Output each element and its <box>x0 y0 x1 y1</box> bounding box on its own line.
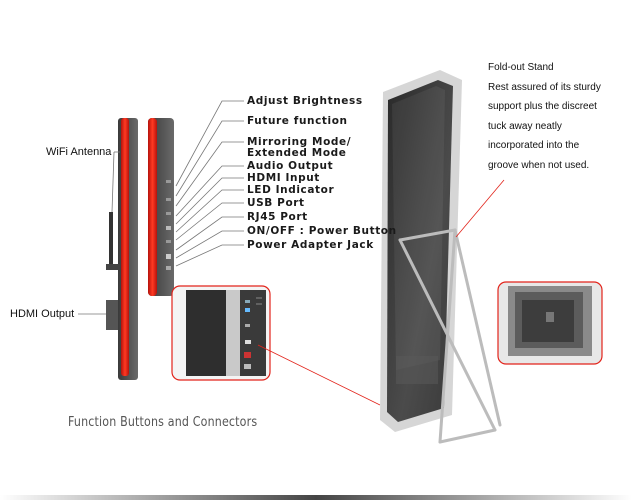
groove-zoom-inset <box>497 281 603 365</box>
callout-extended-mode: Extended Mode <box>247 147 347 159</box>
stand-line-5: groove when not used. <box>488 159 590 171</box>
floor-shadow <box>0 495 632 500</box>
callout-rj45-port: RJ45 Port <box>247 211 308 223</box>
mirror-stand-illustration <box>380 70 502 444</box>
connector-zoom-inset <box>171 285 271 381</box>
callout-led-indicator: LED Indicator <box>247 184 335 196</box>
callout-power-adapter-jack: Power Adapter Jack <box>247 239 374 251</box>
stand-description: Fold-out Stand Rest assured of its sturd… <box>488 58 628 175</box>
stand-leader <box>455 179 505 238</box>
stand-line-1: Rest assured of its sturdy <box>488 81 601 93</box>
inset-leader-left <box>257 344 381 406</box>
stand-line-4: incorporated into the <box>488 140 580 151</box>
callout-power-button: ON/OFF : Power Button <box>247 225 397 237</box>
caption-function-buttons: Function Buttons and Connectors <box>68 414 258 430</box>
hdmi-output-port <box>106 300 118 330</box>
callout-audio-output: Audio Output <box>247 160 334 172</box>
callout-leaders <box>78 100 244 315</box>
callout-usb-port: USB Port <box>247 197 305 209</box>
stand-line-3: tuck away neatly <box>488 120 562 132</box>
side-profile-right <box>148 118 174 296</box>
callout-adjust-brightness: Adjust Brightness <box>247 95 363 107</box>
callout-future-function: Future function <box>247 115 348 127</box>
side-profile-left <box>106 118 138 380</box>
stand-line-2: support plus the discreet <box>488 101 597 112</box>
label-wifi-antenna: WiFi Antenna <box>46 146 112 158</box>
stand-title: Fold-out Stand <box>488 62 554 73</box>
wifi-antenna-shape <box>109 212 113 266</box>
label-hdmi-output: HDMI Output <box>10 308 75 320</box>
callout-hdmi-input: HDMI Input <box>247 172 320 184</box>
callout-mirroring-mode: Mirroring Mode/ <box>247 136 352 148</box>
